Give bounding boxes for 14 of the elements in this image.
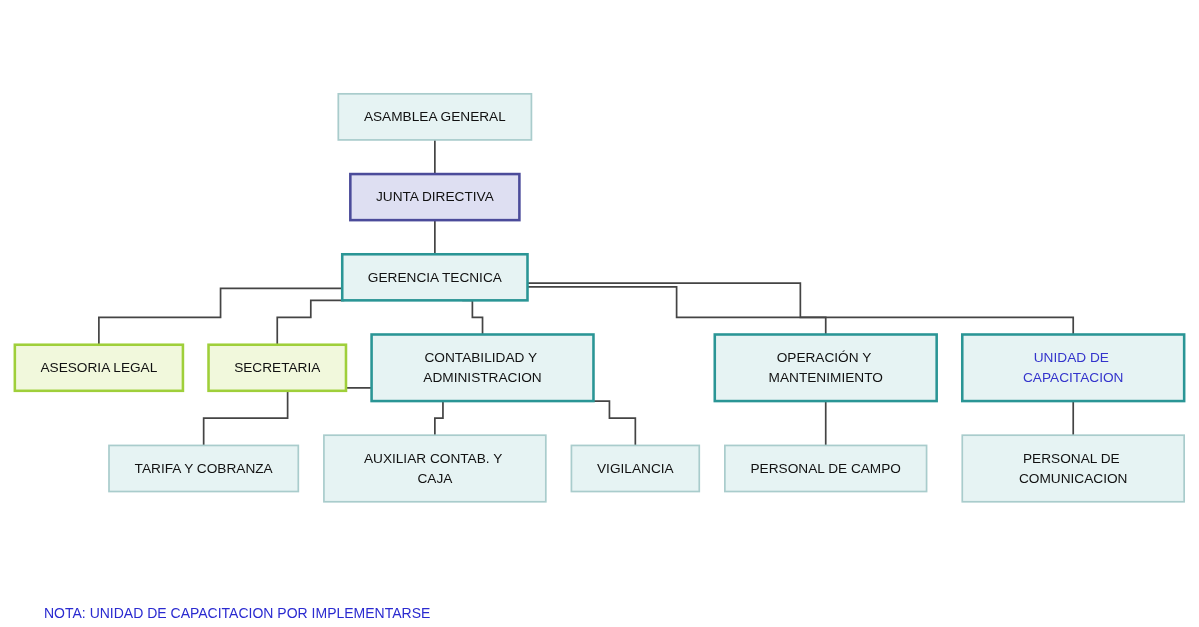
node-box: VIGILANCIA (570, 444, 701, 493)
node-box: PERSONAL DE CAMPO (724, 444, 928, 493)
node-box: GERENCIA TECNICA (340, 253, 529, 302)
node-box: JUNTA DIRECTIVA (349, 172, 521, 222)
node-box: PERSONAL DE COMUNICACION (961, 434, 1185, 503)
node-box: AUXILIAR CONTAB. Y CAJA (323, 434, 547, 503)
node-box: UNIDAD DE CAPACITACION (961, 333, 1186, 403)
node-box: TARIFA Y COBRANZA (108, 444, 300, 493)
node-box: CONTABILIDAD Y ADMINISTRACION (370, 333, 595, 403)
node-box: ASESORIA LEGAL (13, 343, 185, 393)
node-box: SECRETARIA (207, 343, 348, 393)
node-box: ASAMBLEA GENERAL (337, 93, 533, 141)
node-box: OPERACIÓN Y MANTENIMIENTO (713, 333, 938, 403)
note-text: NOTA: UNIDAD DE CAPACITACION POR IMPLEMENTARSE (44, 605, 431, 621)
